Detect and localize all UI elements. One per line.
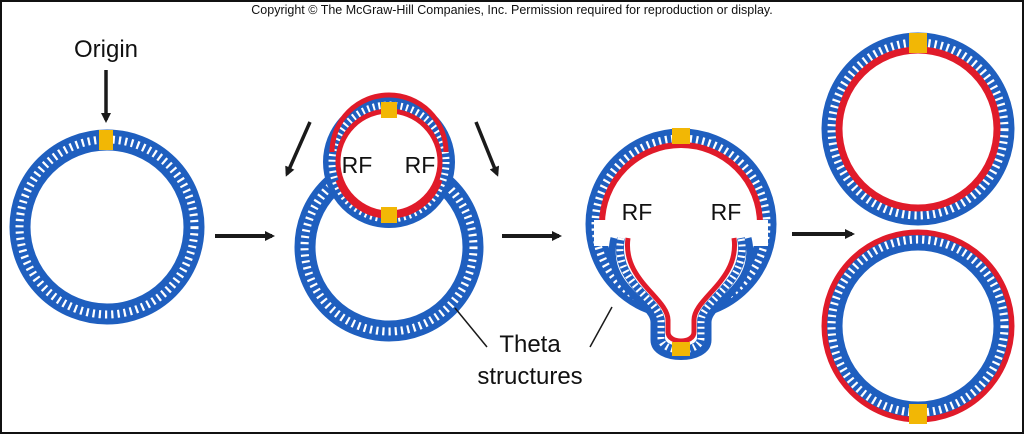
stage1-inner-strand — [23, 143, 191, 311]
stage3-loop-outer — [608, 237, 754, 360]
daughter-bottom-ticks — [827, 235, 1009, 417]
stage2-parent-ticks — [300, 158, 478, 336]
stage2-origin-bottom — [381, 207, 397, 223]
stage2-origin-top — [381, 102, 397, 118]
stage2-bubble-outer — [323, 96, 455, 228]
stage3-origin-bottom — [672, 342, 690, 356]
rf-label-stage3-left: RF — [622, 199, 653, 225]
theta-label-line2: structures — [477, 363, 582, 390]
stage1-origin — [99, 130, 113, 150]
stage1-base-ticks — [15, 135, 199, 319]
origin-label: Origin — [74, 36, 138, 63]
stage2-new-strand-top — [329, 92, 449, 153]
daughter-top-origin — [909, 33, 927, 53]
fork-arrow-right — [474, 121, 500, 177]
daughter-plasmid-bottom — [821, 229, 1015, 424]
copyright-notice: Copyright © The McGraw-Hill Companies, I… — [251, 3, 773, 17]
daughter-top-new-strand — [835, 46, 1001, 212]
rf-label-stage3-right: RF — [711, 199, 742, 225]
stage2-theta — [294, 92, 484, 342]
stage3-loop-fill — [612, 238, 750, 357]
rf-label-stage2-right: RF — [405, 152, 436, 178]
stage3-new-strand-upper — [599, 142, 763, 225]
stage2-bubble-fill — [326, 99, 452, 225]
theta-label-line1: Theta — [499, 331, 561, 358]
daughter-bottom-origin — [909, 404, 927, 424]
theta-pointer-left — [454, 307, 488, 348]
stage1-outer-strand — [9, 129, 205, 325]
rf-label-stage2-left: RF — [342, 152, 373, 178]
theta-pointer-right — [589, 306, 613, 348]
stage3-theta — [585, 128, 777, 360]
daughter-bottom-outer — [821, 229, 1015, 423]
stage3-loop-new-strand — [625, 237, 737, 344]
daughter-plasmid-top — [821, 32, 1015, 226]
stage3-origin-top — [672, 128, 690, 144]
daughter-bottom-parent-strand — [835, 243, 1001, 409]
daughter-top-outer — [821, 32, 1015, 226]
stage2-bubble-ticks — [328, 101, 450, 223]
fork-arrow-left — [285, 121, 312, 177]
stage1-plasmid — [9, 129, 205, 325]
